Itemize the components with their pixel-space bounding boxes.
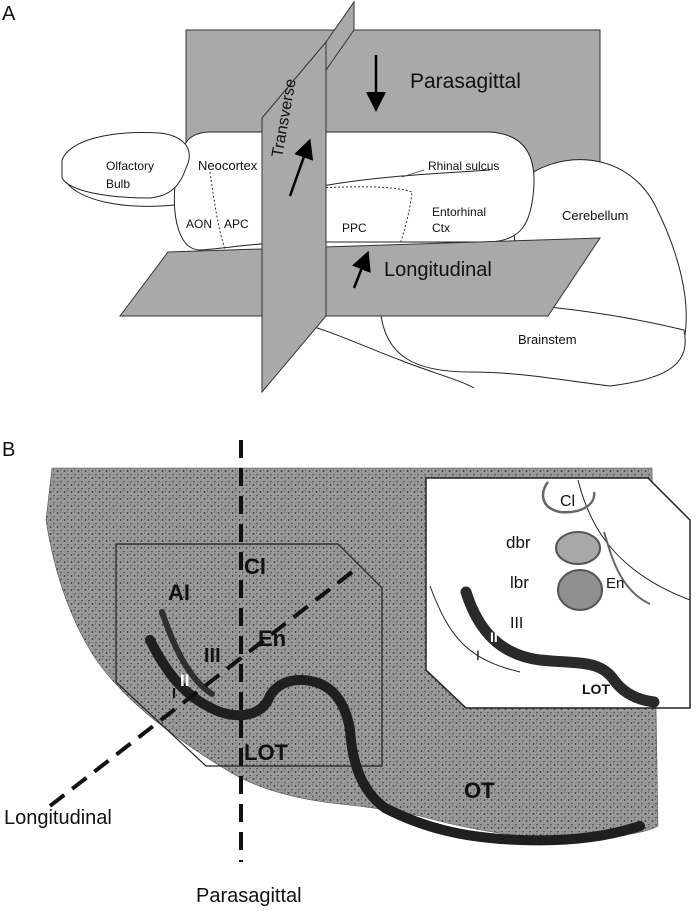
- inset-en-curve: [603, 531, 651, 605]
- lot-band-inner: [159, 609, 215, 697]
- section-en-label: En: [258, 626, 286, 651]
- panel-b: B AI Cl En III II I LOT OT Cl: [2, 439, 691, 907]
- longitudinal-plane-label: Longitudinal: [384, 259, 492, 281]
- ppc-label: PPC: [342, 221, 367, 235]
- cerebellum-label: Cerebellum: [562, 208, 628, 223]
- panel-b-letter: B: [2, 439, 15, 461]
- inset-layer-line: [429, 585, 521, 673]
- transverse-plane-top: [325, 0, 355, 72]
- inset-iii-label: III: [510, 615, 523, 632]
- olfactory-bulb-outline: [61, 132, 190, 199]
- olfactory-label-2: Bulb: [106, 177, 130, 191]
- neocortex-label: Neocortex: [198, 158, 258, 173]
- entorhinal-label-1: Entorhinal: [432, 205, 486, 219]
- inset-lbr-ellipse: [557, 569, 603, 611]
- olfactory-lower-outline: [65, 181, 176, 207]
- inset-lot-band: [460, 586, 660, 708]
- longitudinal-dashed-line: [48, 570, 354, 808]
- entorhinal-label-2: Ctx: [432, 221, 450, 235]
- inset-dbr-label: dbr: [506, 533, 531, 552]
- section-lot-label: LOT: [244, 740, 289, 765]
- ventral-outline: [289, 319, 475, 389]
- aon-apc-border: [209, 171, 227, 253]
- aon-label: AON: [186, 217, 212, 231]
- section-iii-label: III: [204, 645, 221, 667]
- section-i-label: I: [172, 685, 176, 702]
- inset-cl-ring: [541, 481, 596, 514]
- transverse-plane: [261, 40, 327, 394]
- inset-lot-label: LOT: [582, 681, 610, 697]
- transverse-arrow: [288, 138, 314, 197]
- region-outline: [115, 543, 383, 767]
- inset-schematic: Cl dbr lbr En III II I LOT: [425, 477, 691, 709]
- longitudinal-plane: [119, 237, 601, 317]
- longitudinal-arrow: [352, 250, 371, 289]
- section-ii-label: II: [180, 671, 189, 690]
- section-ot-label: OT: [464, 778, 495, 803]
- inset-en-label: En: [606, 575, 624, 592]
- brainstem-label: Brainstem: [518, 332, 577, 347]
- parasagittal-axis-label: Parasagittal: [196, 885, 302, 907]
- inset-dbr-ellipse: [555, 531, 601, 565]
- parasagittal-plane-label: Parasagittal: [410, 70, 521, 93]
- lot-band: [145, 635, 645, 846]
- olfactory-label-1: Olfactory: [106, 159, 154, 173]
- apc-label: APC: [224, 217, 249, 231]
- section-ai-label: AI: [168, 580, 190, 605]
- rhinal-sulcus-pointer: [401, 169, 425, 178]
- inset-cl-label: Cl: [560, 493, 575, 510]
- longitudinal-axis-label: Longitudinal: [4, 807, 112, 829]
- panel-a-letter: A: [2, 3, 16, 25]
- inset-lbr-label: lbr: [510, 573, 529, 592]
- section-cl-label: Cl: [244, 554, 266, 579]
- panel-a: A Parasagitt: [2, 0, 687, 394]
- inset-i-label: I: [476, 647, 480, 663]
- rhinal-sulcus-label: Rhinal sulcus: [428, 159, 499, 173]
- inset-ii-label: II: [490, 629, 498, 645]
